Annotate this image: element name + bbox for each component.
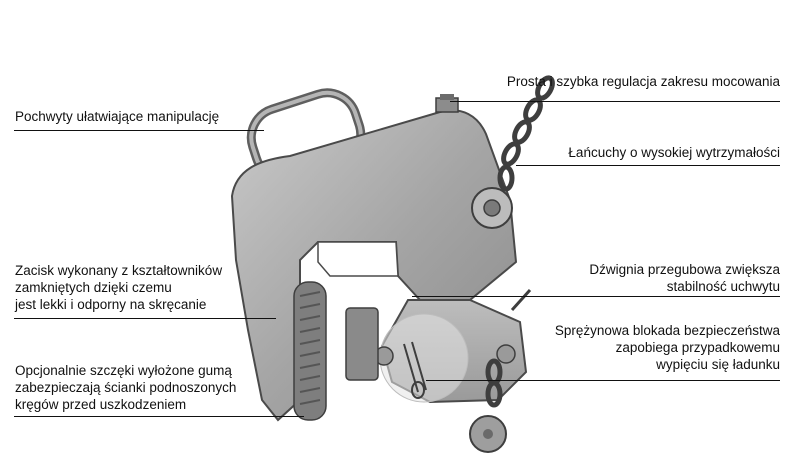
label-clamp-line3: jest lekki i odporny na skręcanie <box>15 297 207 312</box>
label-chains: Łańcuchy o wysokiej wytrzymałości <box>568 145 780 160</box>
label-jaws-line3: kręgów przed uszkodzeniem <box>15 397 187 412</box>
label-lock-line3: wypięciu się ładunku <box>656 357 780 372</box>
label-adjustment: Prosta i szybka regulacja zakresu mocowa… <box>506 74 780 89</box>
label-clamp-line1: Zacisk wykonany z kształtowników <box>15 263 223 278</box>
leader-handles <box>14 130 264 131</box>
jaw-pad <box>345 307 379 381</box>
adjustment-nut <box>435 94 459 113</box>
label-jaws-line1: Opcjonalnie szczęki wyłożone gumą <box>15 363 232 378</box>
spring-lock <box>403 341 427 399</box>
label-clamp: Zacisk wykonany z kształtowników zamknię… <box>15 262 222 313</box>
leader-jaws <box>14 416 304 417</box>
label-lever-line1: Dźwignia przegubowa zwiększa <box>589 262 780 277</box>
label-jaws-line2: zabezpieczają ścianki podnoszonych <box>15 380 237 395</box>
leader-chains <box>516 165 780 166</box>
label-clamp-line2: zamkniętych dzięki czemu <box>15 280 172 295</box>
label-jaws: Opcjonalnie szczęki wyłożone gumą zabezp… <box>15 362 236 413</box>
rubber-lining <box>293 281 327 421</box>
leader-lever <box>412 296 780 297</box>
label-lock: Sprężynowa blokada bezpieczeństwa zapobi… <box>555 322 780 373</box>
leader-adjustment <box>450 101 780 102</box>
leader-lock <box>426 380 780 381</box>
leader-clamp <box>14 318 276 319</box>
label-lever-line2: stabilność uchwytu <box>666 279 780 294</box>
pivot-pin <box>471 187 513 229</box>
label-lock-line1: Sprężynowa blokada bezpieczeństwa <box>554 323 780 338</box>
label-lock-line2: zapobiega przypadkowemu <box>615 340 780 355</box>
label-handles: Pochwyty ułatwiające manipulację <box>15 109 220 124</box>
chain-lower <box>485 358 503 408</box>
chain-upper <box>497 75 555 192</box>
label-lever: Dźwignia przegubowa zwiększa stabilność … <box>589 261 780 295</box>
clamp-body <box>230 109 518 422</box>
